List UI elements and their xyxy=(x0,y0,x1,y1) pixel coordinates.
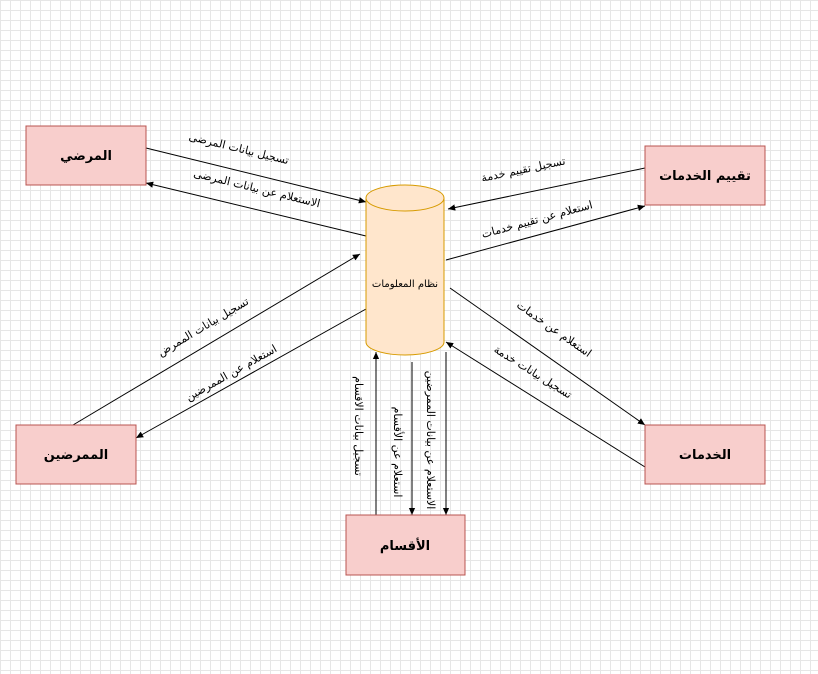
entity-patients-label: المرضي xyxy=(60,149,112,164)
entity-services-label: الخدمات xyxy=(679,448,731,463)
flow-store-to-services[interactable] xyxy=(449,287,646,426)
entity-service-rating[interactable]: تقييم الخدمات xyxy=(644,145,766,206)
flow-store-to-patients[interactable] xyxy=(145,181,367,237)
entity-departments-label: الأقسام xyxy=(380,537,430,554)
flow-store-to-rating[interactable] xyxy=(445,204,646,261)
flow-label-services-register: تسجيل بيانات خدمة xyxy=(492,343,575,402)
entity-patients[interactable]: المرضي xyxy=(25,125,147,186)
flow-label-nurses-query: استعلام عن الممرضين xyxy=(183,342,279,403)
information-system-label: نظام المعلومات xyxy=(372,279,438,290)
flow-label-patients-query: الاستعلام عن بيانات المرضى xyxy=(192,167,321,211)
flow-label-departments-nurses-query: الاستعلام عن بيانات الممرضين xyxy=(424,371,437,510)
flow-label-rating-query: استعلام عن تقييم خدمات xyxy=(480,198,594,241)
flow-label-rating-register: تسجيل تقييم خدمة xyxy=(480,154,566,184)
entity-service-rating-label: تقييم الخدمات xyxy=(659,169,751,184)
flow-label-departments-register: تسجيل بيانات الاقسام xyxy=(352,376,365,476)
flow-patients-to-store[interactable] xyxy=(145,147,367,204)
flow-services-to-store[interactable] xyxy=(445,341,646,468)
flow-label-services-query: استعلام عن خدمات xyxy=(514,298,594,359)
entity-services[interactable]: الخدمات xyxy=(644,424,766,485)
entity-departments[interactable]: الأقسام xyxy=(345,514,466,576)
flow-lines xyxy=(72,147,646,515)
flow-nurses-to-store[interactable] xyxy=(72,253,361,426)
information-system-store[interactable]: نظام المعلومات xyxy=(365,184,445,356)
entity-nurses-label: الممرضين xyxy=(44,448,108,463)
flow-label-departments-query: استعلام عن الأقسام xyxy=(391,407,405,498)
flow-store-to-nurses[interactable] xyxy=(135,308,367,439)
entity-nurses[interactable]: الممرضين xyxy=(15,424,137,485)
flow-rating-to-store[interactable] xyxy=(447,167,646,211)
